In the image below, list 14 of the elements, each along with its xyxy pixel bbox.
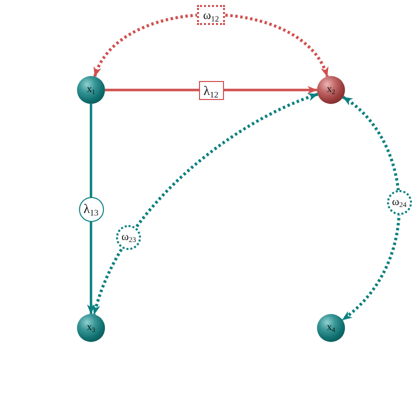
arrow: [105, 86, 318, 94]
double-headed-arrow: [93, 13, 329, 78]
edge-label: λ$_{12}$: [198, 80, 224, 100]
edge-label: λ$_{13}$: [78, 196, 104, 222]
sphere-node: x$_{4}$: [317, 314, 345, 342]
edge-label: ω$_{23}$: [116, 225, 142, 250]
double-headed-arrow: [341, 96, 401, 322]
edge-label: ω$_{24}$: [386, 190, 412, 215]
double-headed-arrow: [92, 92, 318, 315]
edge-label: ω$_{12}$: [197, 4, 225, 25]
sphere-node: x$_{1}$: [77, 76, 105, 104]
sphere-node: x$_{2}$: [317, 76, 345, 104]
sphere-node: x$_{3}$: [77, 314, 105, 342]
arrow: [87, 104, 95, 314]
